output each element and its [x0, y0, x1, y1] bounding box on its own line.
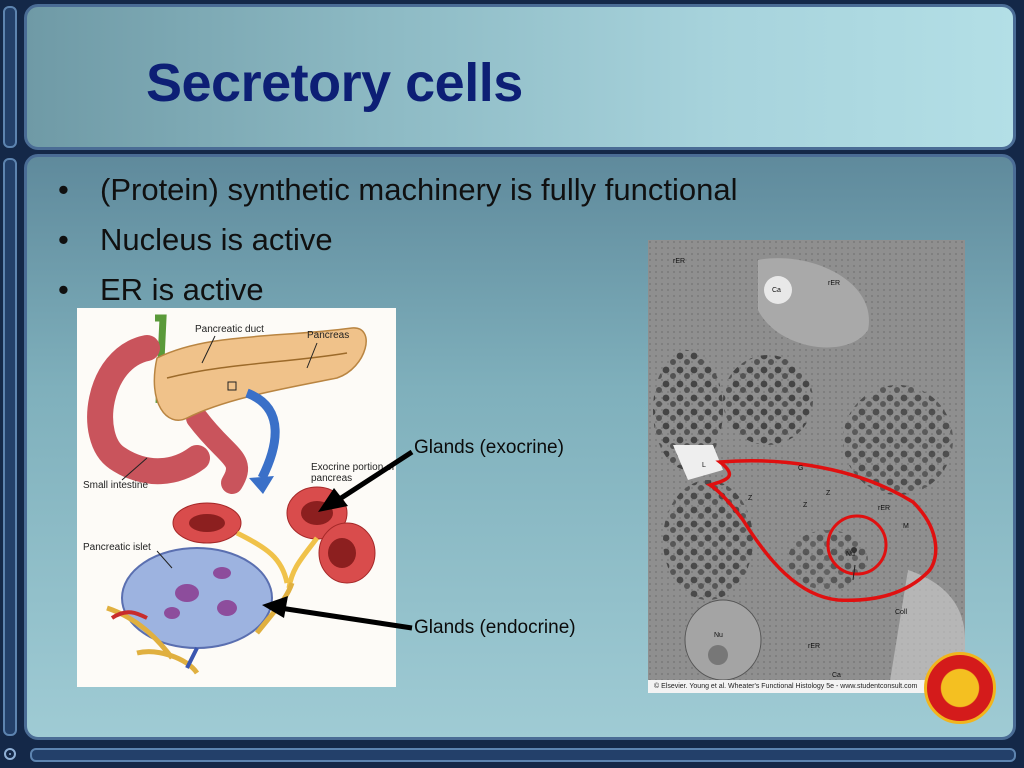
corner-dot-icon — [4, 748, 16, 760]
bullet-text: ER is active — [100, 272, 264, 307]
micro-label: Z — [748, 495, 753, 502]
micro-label: rER — [808, 643, 821, 650]
label-exocrine-portion: Exocrine portion of pancreas — [311, 462, 395, 484]
bullet-text: Nucleus is active — [100, 222, 333, 257]
micro-label: L — [702, 462, 706, 469]
title-panel — [24, 4, 1016, 150]
label-pancreas: Pancreas — [307, 330, 350, 341]
micro-label: rER — [828, 280, 841, 287]
bullet-item: • Nucleus is active — [58, 220, 737, 270]
university-seal-logo — [924, 652, 996, 724]
micro-label: Coll — [895, 609, 908, 616]
bullet-icon: • — [58, 172, 69, 207]
micro-label: Nu — [846, 551, 855, 558]
micro-label: Nu — [714, 632, 723, 639]
pancreas-illustration — [87, 314, 376, 675]
bullet-text: (Protein) synthetic machinery is fully f… — [100, 172, 738, 207]
bottom-bar — [30, 748, 1016, 762]
label-pancreatic-duct: Pancreatic duct — [195, 324, 264, 335]
micro-label: Z — [803, 502, 808, 509]
micrograph-texture — [648, 240, 965, 693]
micro-label: Ca — [832, 672, 841, 679]
label-small-intestine: Small intestine — [83, 480, 149, 491]
micro-label: Ca — [772, 287, 781, 294]
bullet-icon: • — [58, 222, 69, 257]
micro-label: G — [798, 465, 804, 472]
side-bar-top — [3, 6, 17, 148]
caption-exocrine: Glands (exocrine) — [414, 437, 564, 458]
micro-label: rER — [673, 258, 686, 265]
micro-label: M — [903, 523, 909, 530]
micro-label: Z — [826, 490, 831, 497]
bullet-list: • (Protein) synthetic machinery is fully … — [58, 170, 737, 320]
bullet-item: • ER is active — [58, 270, 737, 320]
label-pancreatic-islet: Pancreatic islet — [83, 542, 151, 553]
bullet-item: • (Protein) synthetic machinery is fully … — [58, 170, 737, 220]
side-bar-main — [3, 158, 17, 736]
slide-title: Secretory cells — [146, 53, 523, 113]
micrograph-image: rER Ca rER L G Z Z Z rER M Nu Coll Nu rE… — [648, 240, 965, 693]
caption-endocrine: Glands (endocrine) — [414, 617, 576, 638]
bullet-icon: • — [58, 272, 69, 307]
image-copyright: © Elsevier. Young et al. Wheater's Funct… — [648, 680, 965, 693]
pancreas-diagram: Pancreatic duct Pancreas Small intestine… — [77, 308, 396, 687]
micro-label: rER — [878, 505, 891, 512]
